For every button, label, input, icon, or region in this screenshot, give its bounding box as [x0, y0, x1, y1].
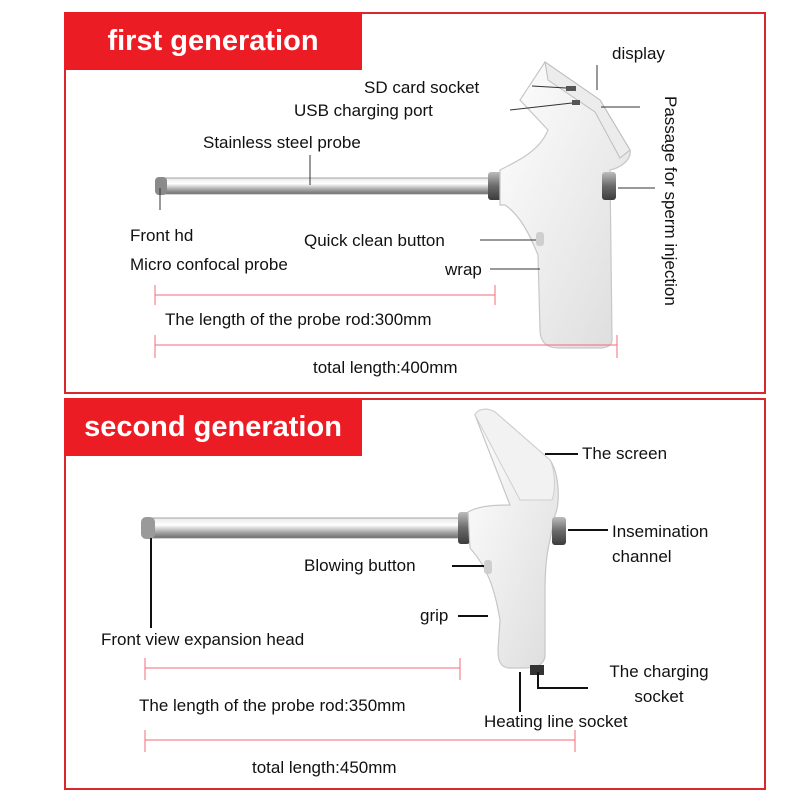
first-generation-banner: first generation: [64, 12, 362, 70]
label-front-view-expansion-head: Front view expansion head: [101, 630, 305, 649]
label-quick-clean-button: Quick clean button: [304, 231, 445, 250]
second-gen-collar: [458, 512, 470, 544]
second-gen-probe: [144, 517, 466, 539]
first-gen-quick-clean-btn: [536, 232, 544, 246]
first-gen-collar: [488, 172, 502, 200]
first-generation-panel: [64, 12, 766, 394]
first-gen-body: [499, 61, 631, 349]
first-gen-dimensions: [154, 285, 618, 358]
first-gen-device: [155, 60, 631, 349]
first-gen-probe-tip: [155, 177, 167, 195]
label-stainless-steel-probe: Stainless steel probe: [203, 133, 361, 152]
first-gen-probe: [157, 177, 497, 195]
label-blowing-button: Blowing button: [304, 556, 416, 575]
second-gen-rear-port: [552, 517, 566, 545]
second-gen-device: [141, 408, 566, 675]
first-gen-leader-lines: [159, 65, 655, 270]
second-generation-banner: second generation: [64, 398, 362, 456]
first-gen-rear-port: [602, 172, 616, 200]
second-gen-bottom-socket: [530, 665, 544, 675]
label-total-length-400: total length:400mm: [313, 358, 458, 377]
label-charging-socket: The charging socket: [609, 662, 709, 706]
label-usb-charging-port: USB charging port: [294, 101, 433, 120]
label-total-length-450: total length:450mm: [252, 758, 397, 777]
label-front-hd: Front hd: [130, 226, 194, 245]
label-micro-confocal-probe: Micro confocal probe: [130, 255, 288, 274]
first-gen-usb-slot: [572, 100, 580, 105]
label-probe-rod-length-300: The length of the probe rod:300mm: [165, 310, 432, 329]
second-gen-dimensions: [144, 658, 576, 752]
second-generation-panel: [64, 398, 766, 790]
label-the-screen: The screen: [582, 444, 668, 463]
label-insemination-channel: Insemination channel: [612, 522, 709, 566]
first-gen-sd-slot: [566, 86, 576, 91]
label-heating-line-socket: Heating line socket: [484, 712, 628, 731]
label-wrap: wrap: [445, 260, 482, 279]
second-gen-probe-tip: [141, 517, 155, 539]
label-passage-sperm-injection: Passage for sperm injection: [661, 96, 680, 306]
second-gen-blowing-btn: [484, 560, 492, 574]
label-grip: grip: [420, 606, 449, 625]
label-probe-rod-length-350: The length of the probe rod:350mm: [139, 696, 406, 715]
label-sd-card-socket: SD card socket: [364, 78, 480, 97]
second-gen-leader-lines: [150, 453, 608, 712]
label-display: display: [612, 44, 665, 63]
second-gen-screen: [474, 408, 555, 501]
